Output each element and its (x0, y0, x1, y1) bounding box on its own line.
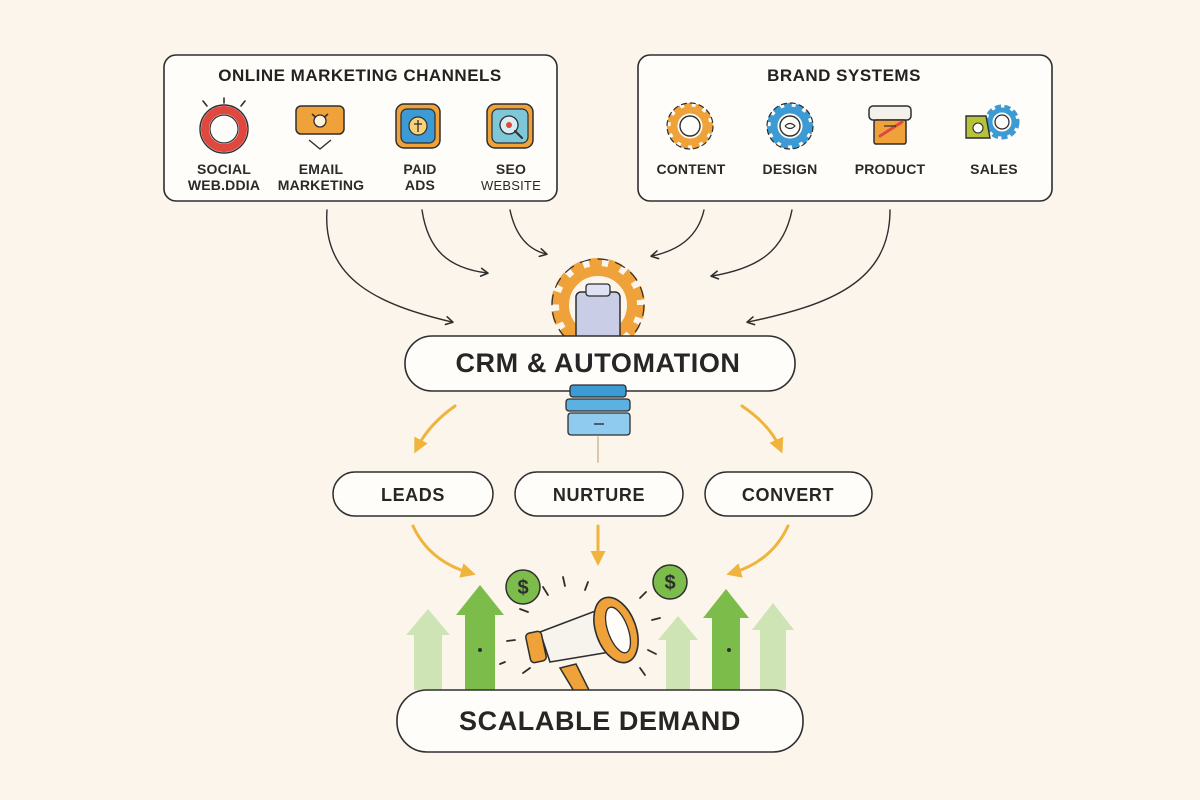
converge-arrows (411, 524, 790, 578)
arrow-leads-to-demand (411, 524, 476, 578)
distribution-arrows (414, 404, 784, 463)
arrow-convert-to-demand (726, 524, 790, 578)
channel-label-social: SOCIAL (197, 161, 251, 177)
brand-label-sales: SALES (970, 161, 1018, 177)
channel-label-social-sub: WEB.DDIA (188, 177, 260, 193)
svg-text:$: $ (664, 572, 675, 594)
arrow-design-to-crm (710, 209, 793, 280)
brand-label-product: PRODUCT (855, 161, 926, 177)
server-tower-icon (575, 283, 621, 341)
arrow-sales-to-crm (746, 209, 891, 326)
arrow-email-to-crm (421, 209, 489, 277)
crm-hub: CRM & AUTOMATION (404, 258, 796, 436)
seo-icon (486, 103, 534, 149)
outcome-label: SCALABLE DEMAND (459, 706, 741, 736)
stage-label-convert: CONVERT (742, 485, 834, 505)
arrow-content-to-crm (650, 209, 705, 260)
paid-ads-icon (395, 103, 441, 149)
stage-label-leads: LEADS (381, 485, 445, 505)
stage-nurture: NURTURE (514, 471, 684, 517)
channel-label-paid-sub: ADS (405, 177, 435, 193)
channel-label-email-sub: MARKETING (278, 177, 365, 193)
content-gear-icon (666, 102, 714, 150)
channel-label-seo-sub: WEBSITE (481, 178, 541, 193)
social-ring-icon (199, 97, 249, 154)
dollar-coin-icon: $ $ (505, 564, 688, 605)
megaphone-icon (499, 576, 661, 699)
online-channels-title: ONLINE MARKETING CHANNELS (218, 66, 502, 85)
svg-text:$: $ (517, 577, 528, 599)
arrow-crm-to-leads (414, 404, 457, 454)
input-arrows (326, 209, 891, 326)
arrow-paid-to-crm (509, 209, 548, 258)
stage-label-nurture: NURTURE (553, 485, 645, 505)
brand-systems-panel: BRAND SYSTEMS CONTENT DESIGN PRODUCT (637, 54, 1053, 202)
stage-convert: CONVERT (704, 471, 873, 517)
brand-label-content: CONTENT (656, 161, 725, 177)
arrow-social-to-crm (326, 209, 454, 326)
channel-label-email: EMAIL (299, 161, 344, 177)
database-icon (565, 384, 631, 436)
sales-gear-icon (965, 104, 1020, 140)
brand-systems-title: BRAND SYSTEMS (767, 66, 921, 85)
stage-leads: LEADS (332, 471, 494, 517)
channel-label-seo: SEO (496, 161, 526, 177)
arrow-crm-to-convert (740, 404, 784, 454)
email-icon (295, 105, 345, 150)
crm-label: CRM & AUTOMATION (455, 348, 740, 378)
outcome-scalable-demand: SCALABLE DEMAND (396, 689, 804, 753)
design-gear-icon (766, 102, 814, 150)
growth-arrow-icon (406, 585, 794, 690)
brand-label-design: DESIGN (763, 161, 818, 177)
online-channels-panel: ONLINE MARKETING CHANNELS SOCIAL WEB.DDI… (163, 54, 558, 202)
channel-label-paid: PAID (403, 161, 436, 177)
product-icon (868, 105, 912, 145)
